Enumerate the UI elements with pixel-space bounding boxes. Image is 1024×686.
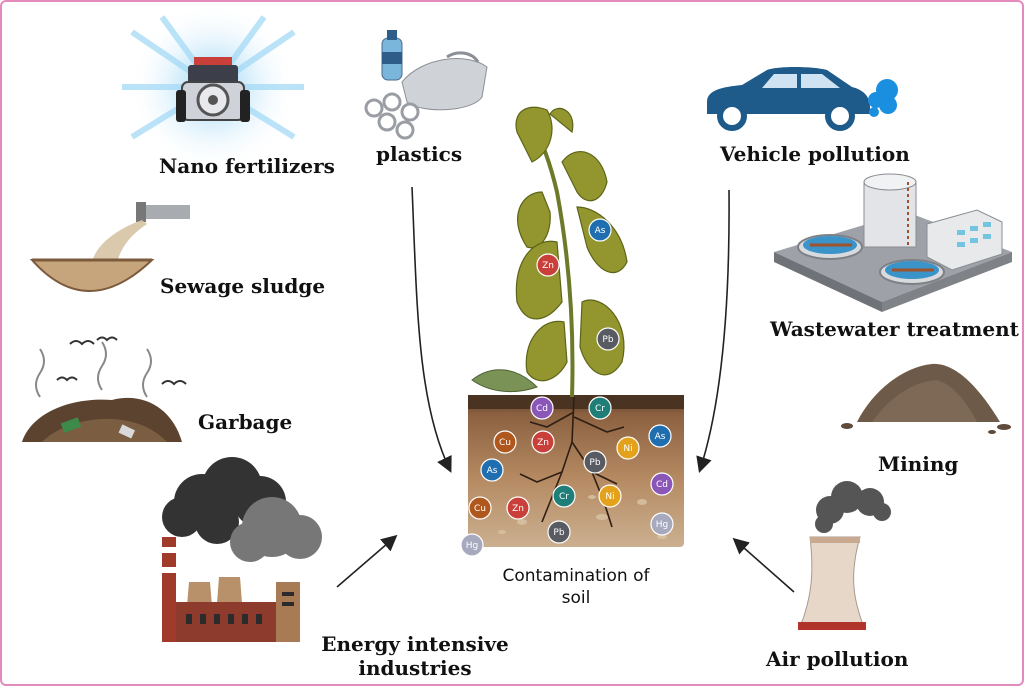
ion-plant-2-pb: Pb: [596, 327, 620, 351]
cooling-tower-icon: [798, 481, 891, 630]
label-wastewater-treatment: Wastewater treatment: [770, 317, 1019, 341]
ion-soil-13-hg: Hg: [460, 533, 484, 557]
plastics-icon: [364, 30, 488, 140]
label-mining: Mining: [878, 452, 959, 476]
ion-symbol: As: [655, 432, 666, 442]
ion-soil-1-cr: Cr: [588, 396, 612, 420]
arrow-energy: [336, 534, 398, 588]
plant: [471, 106, 628, 398]
arrow-air: [732, 537, 795, 593]
ion-symbol: Pb: [602, 335, 613, 345]
ion-symbol: Cu: [499, 438, 511, 448]
ion-soil-0-cd: Cd: [530, 396, 554, 420]
ion-symbol: Zn: [542, 261, 554, 271]
ion-soil-2-cu: Cu: [493, 430, 517, 454]
ion-soil-3-zn: Zn: [531, 430, 555, 454]
ion-symbol: Cr: [595, 404, 605, 414]
wastewater-plant-icon: [774, 173, 1012, 312]
label-air-pollution: Air pollution: [766, 647, 909, 671]
ion-soil-10-zn: Zn: [506, 496, 530, 520]
arrows: [336, 186, 795, 593]
ion-symbol: Cu: [474, 504, 486, 514]
ion-soil-14-pb: Pb: [547, 520, 571, 544]
label-nano-fertilizers: Nano fertilizers: [159, 154, 335, 178]
ion-plant-0-as: As: [588, 218, 612, 242]
arrow-plastics: [411, 186, 452, 473]
label-energy-line2: industries: [358, 656, 472, 680]
label-contamination-of-soil: Contamination of soil: [456, 565, 696, 609]
ion-symbol: Ni: [605, 492, 614, 502]
garbage-icon: [22, 336, 187, 442]
ion-soil-11-cr: Cr: [552, 484, 576, 508]
ion-symbol: Zn: [537, 438, 549, 448]
ion-soil-4-as: As: [648, 424, 672, 448]
center-label-line1: Contamination of: [502, 566, 650, 586]
label-energy-line1: Energy intensive: [321, 632, 509, 656]
label-garbage: Garbage: [198, 410, 293, 434]
factory-icon: [162, 457, 322, 642]
ion-soil-7-pb: Pb: [583, 450, 607, 474]
mining-pile-icon: [841, 363, 1011, 434]
arrow-vehicle: [696, 189, 730, 474]
ion-symbol: As: [595, 226, 606, 236]
label-plastics: plastics: [376, 142, 463, 166]
ion-symbol: Pb: [589, 458, 600, 468]
ion-soil-6-as: As: [480, 458, 504, 482]
car-icon: [707, 67, 898, 131]
ion-symbol: Hg: [466, 541, 478, 551]
ion-symbol: Pb: [553, 528, 564, 538]
ion-soil-5-ni: Ni: [616, 436, 640, 460]
sewage-sludge-icon: [29, 202, 190, 292]
ion-soil-8-cd: Cd: [650, 472, 674, 496]
label-sewage-sludge: Sewage sludge: [160, 274, 326, 298]
ion-symbol: Cd: [656, 480, 668, 490]
label-vehicle-pollution: Vehicle pollution: [720, 142, 910, 166]
ion-symbol: Ni: [623, 444, 632, 454]
ion-soil-15-hg: Hg: [650, 512, 674, 536]
ion-symbol: Hg: [656, 520, 668, 530]
ion-soil-12-ni: Ni: [598, 484, 622, 508]
tractor-icon: [122, 2, 304, 172]
ion-symbol: Zn: [512, 504, 524, 514]
ion-soil-9-cu: Cu: [468, 496, 492, 520]
label-energy-intensive-industries: Energy intensive industries: [320, 632, 510, 680]
center-label-line2: soil: [561, 588, 591, 608]
ion-plant-1-zn: Zn: [536, 253, 560, 277]
ion-symbol: Cd: [536, 404, 548, 414]
ion-symbol: Cr: [559, 492, 569, 502]
ion-symbol: As: [487, 466, 498, 476]
